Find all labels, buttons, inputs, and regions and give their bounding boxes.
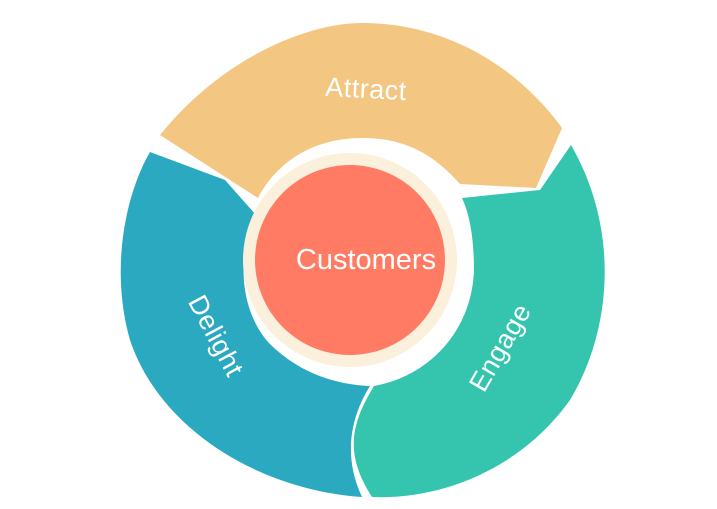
center-label: Customers: [296, 244, 436, 276]
center-circle: [255, 165, 445, 355]
segment-label-attract: Attract: [325, 72, 408, 106]
segment-engage: [353, 145, 605, 498]
segment-attract: [160, 23, 562, 198]
segment-delight: [120, 152, 370, 497]
